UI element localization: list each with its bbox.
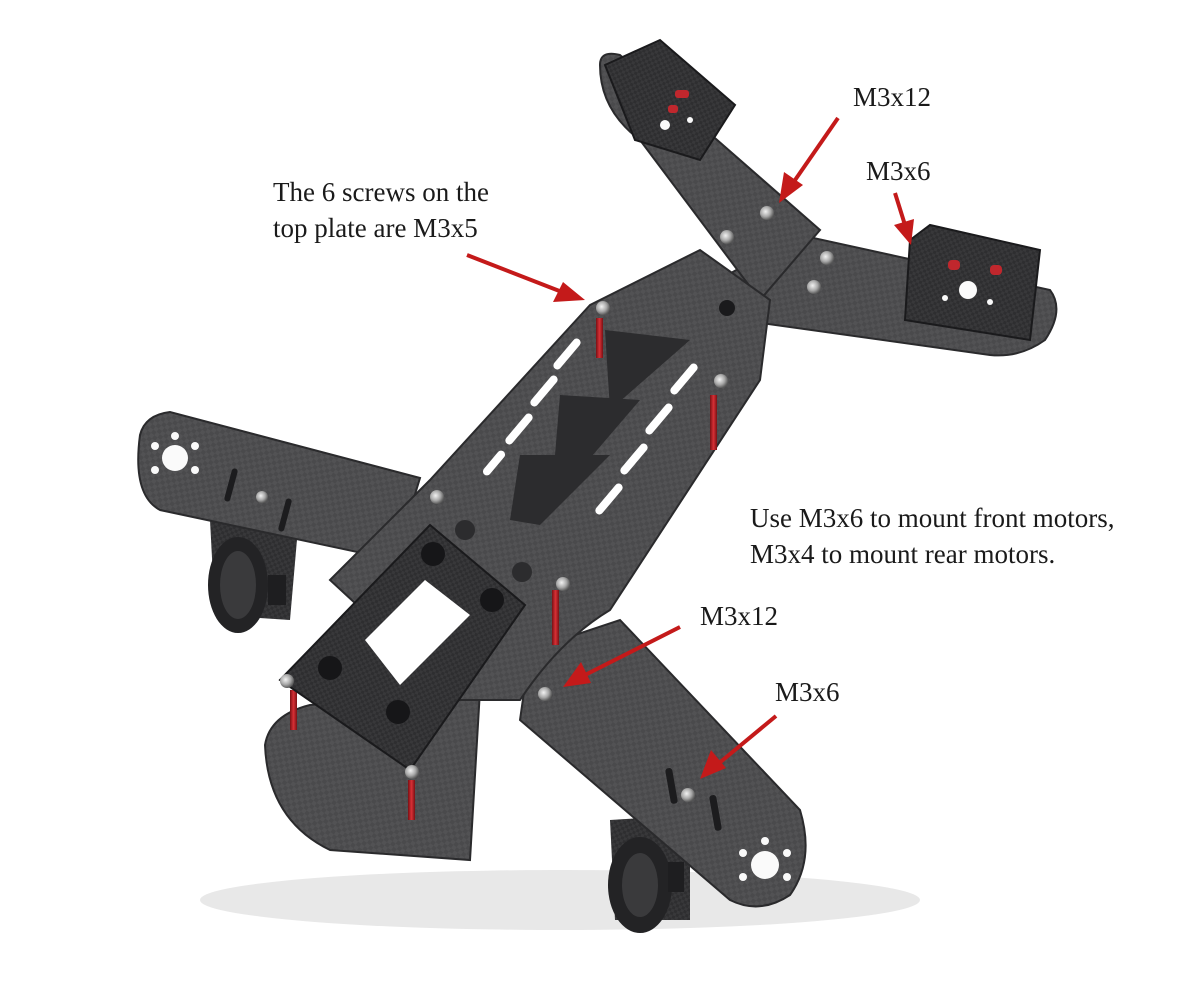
rear-motor-screw-label: M3x6	[775, 677, 840, 707]
left-arm-screw	[256, 491, 268, 503]
camera-mount	[278, 523, 527, 772]
top-plate-screws-label: The 6 screws on the top plate are M3x5	[273, 177, 489, 243]
arrow-rear-arm	[563, 625, 681, 687]
arrow-rear-motor	[700, 714, 778, 779]
front-arm-screw-label: M3x12	[853, 82, 932, 112]
front-left-motor-mount	[603, 38, 737, 162]
front-motor-screw-label: M3x6	[866, 156, 931, 186]
arrow-front-motor	[893, 192, 914, 245]
arrow-top-plate	[466, 253, 585, 302]
annotation-arrows	[466, 116, 914, 779]
left-arm	[137, 410, 422, 562]
rear-motor-holes	[739, 837, 791, 881]
rear-right-arm	[518, 618, 807, 908]
arrow-front-arm	[779, 116, 840, 203]
motor-mount-note-label: Use M3x6 to mount front motors, M3x4 to …	[750, 503, 1115, 569]
screws	[280, 206, 834, 802]
rear-right-motor-mount	[608, 815, 690, 933]
rear-arm-screw-label: M3x12	[700, 601, 779, 631]
front-right-motor-mount	[903, 223, 1042, 342]
left-motor-holes	[151, 432, 199, 474]
shadow	[200, 870, 920, 930]
standoffs	[290, 318, 717, 820]
